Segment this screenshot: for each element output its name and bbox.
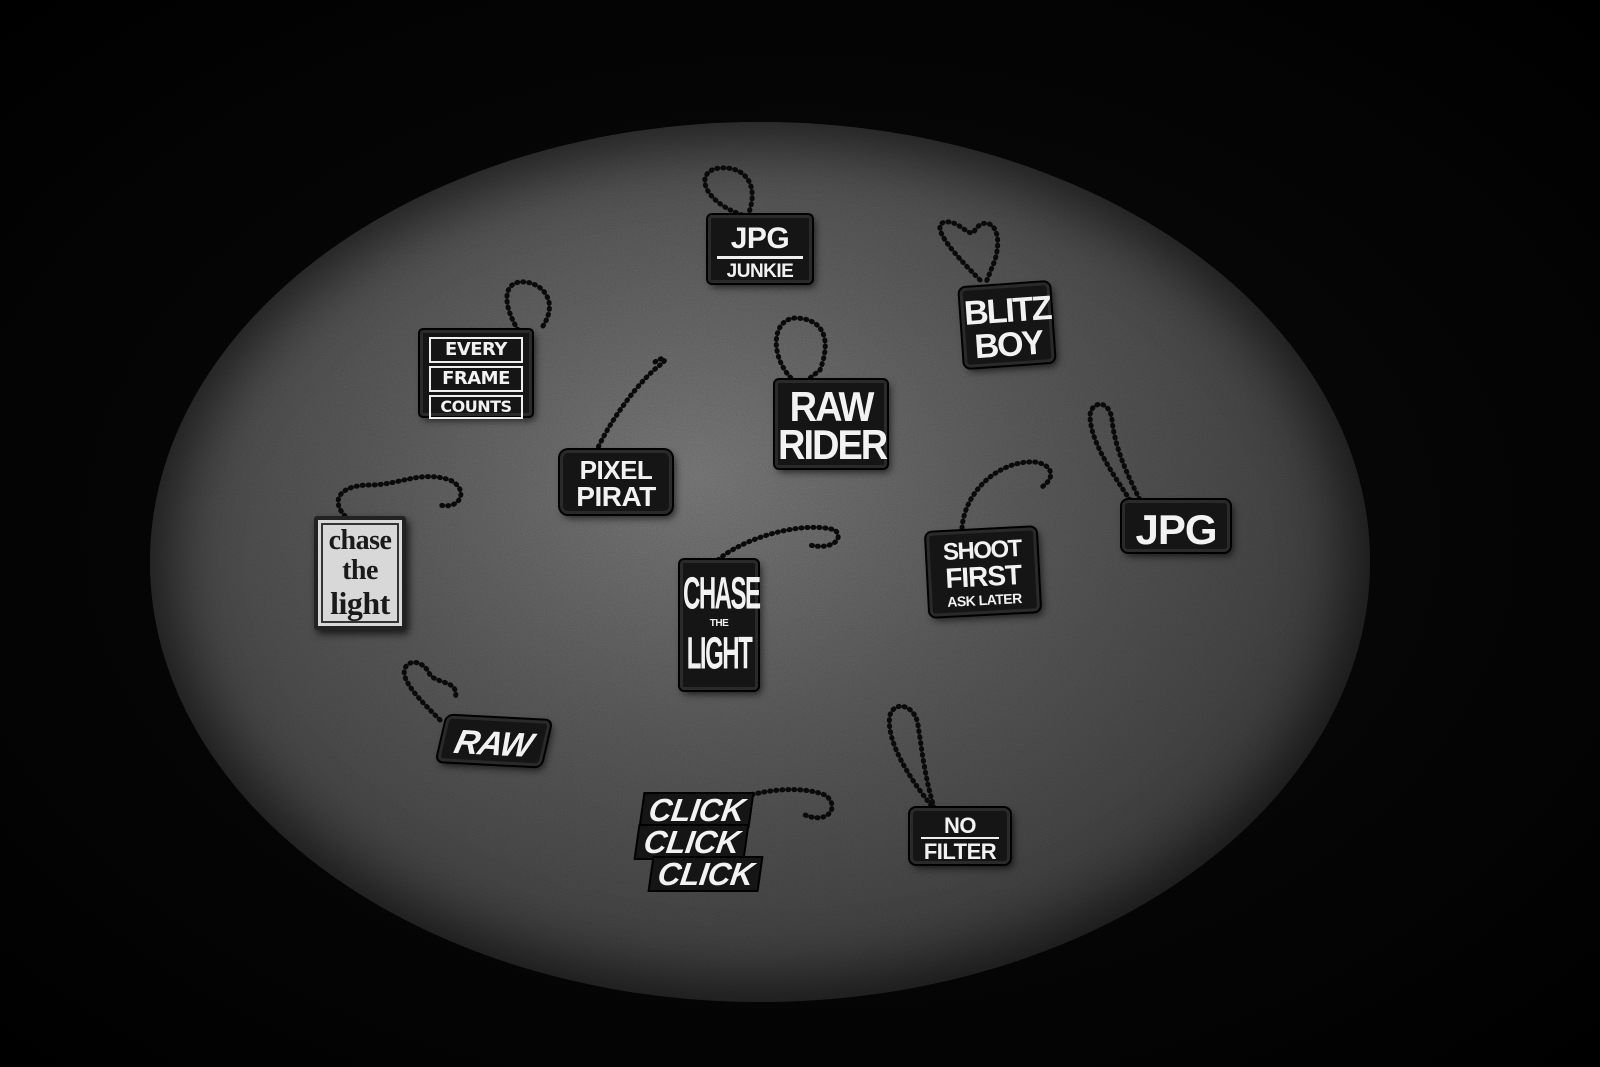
keychain-blitz-boy: BLITZ BOY bbox=[959, 281, 1055, 369]
keychain-text: THE bbox=[709, 618, 729, 629]
keychain-pixel-pirat: PIXEL PIRAT bbox=[560, 450, 672, 514]
keychain-raw: RAW bbox=[436, 715, 552, 767]
keychain-text: CLICK bbox=[641, 792, 753, 828]
keychain-every-frame-counts: EVERY FRAME COUNTS bbox=[420, 330, 532, 419]
keychain-text: light bbox=[330, 585, 390, 621]
keychain-text: JPG bbox=[1135, 506, 1217, 553]
keychain-raw-rider: RAW RIDER bbox=[775, 380, 888, 470]
keychain-chase-the-light-block: CHASE THE LIGHT bbox=[680, 560, 761, 690]
keychain-text: PIXEL bbox=[579, 455, 653, 485]
keychain-text: EVERY bbox=[429, 337, 523, 363]
keychain-text: RIDER bbox=[778, 422, 888, 470]
keychain-text: CLICK bbox=[649, 856, 762, 892]
keychain-text: BOY bbox=[973, 323, 1044, 367]
keychain-text: chase bbox=[328, 525, 392, 556]
keychain-text: COUNTS bbox=[429, 395, 523, 419]
keychain-text: FILTER bbox=[921, 837, 999, 863]
keychain-text: RAW bbox=[450, 723, 536, 765]
keychain-chase-the-light-serif: chase the light bbox=[314, 516, 406, 630]
keychain-text: ASK LATER bbox=[946, 590, 1023, 610]
keychain-no-filter: NO FILTER bbox=[910, 808, 1010, 864]
keychain-text: LIGHT bbox=[686, 628, 753, 680]
keychain-click-click-click: CLICK CLICK CLICK bbox=[622, 790, 772, 892]
keychain-text: the bbox=[342, 555, 378, 586]
keychain-text: FIRST bbox=[944, 559, 1022, 594]
keychain-jpg-junkie: JPG JUNKIE bbox=[708, 215, 812, 283]
keychain-text: JUNKIE bbox=[726, 261, 794, 282]
keychain-text: JPG bbox=[717, 224, 803, 259]
keychain-text: RAW bbox=[789, 384, 875, 432]
keychain-text: CLICK bbox=[635, 824, 748, 860]
keychain-jpg: JPG bbox=[1122, 500, 1230, 552]
keychain-text: NO bbox=[944, 813, 977, 838]
keychain-text: CHASE bbox=[683, 568, 761, 620]
keychain-shoot-first: SHOOT FIRST ASK LATER bbox=[925, 527, 1041, 617]
keychain-text: FRAME bbox=[429, 366, 523, 392]
keychain-text: PIRAT bbox=[576, 481, 656, 512]
